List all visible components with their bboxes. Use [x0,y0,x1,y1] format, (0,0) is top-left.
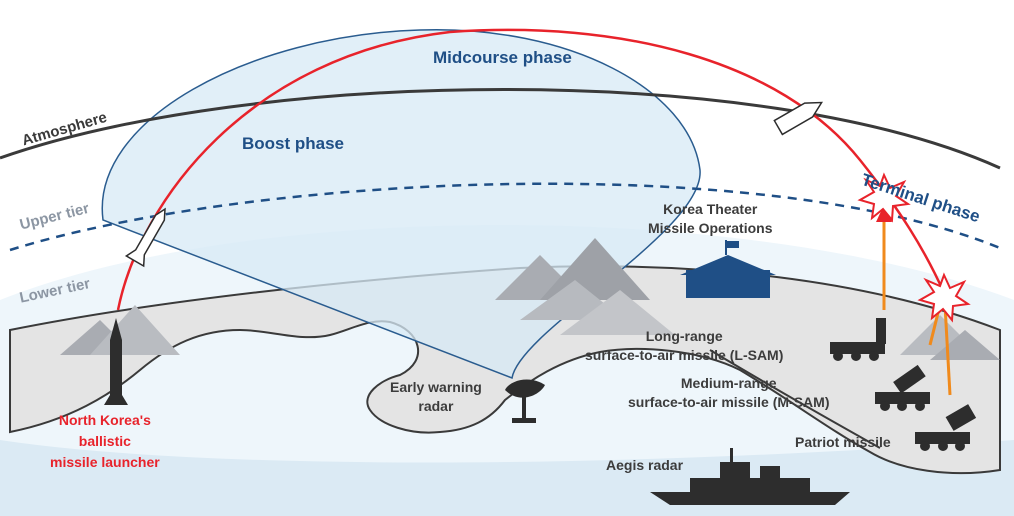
launcher-label-line1: North Korea's [58,412,151,428]
aegis-label: Aegis radar [606,457,684,473]
launcher-label-line2: ballistic [78,433,131,449]
msam-label: Medium-range surface-to-air missile (M-S… [628,374,829,412]
atmosphere-line [0,88,1001,170]
early-warning-label-line2: radar [418,398,454,414]
lsam-launcher-icon [830,318,886,361]
launcher-label: North Korea's ballistic missile launcher [50,410,160,473]
ktmo-label-line2: Missile Operations [648,220,773,236]
launcher-label-line3: missile launcher [50,454,160,470]
aegis-ship-icon [650,448,850,505]
command-building-icon [680,240,776,298]
warhead-icon [773,101,824,136]
early-warning-label: Early warning radar [390,378,482,416]
intercept-arrows [876,205,952,396]
ktmo-label-line1: Korea Theater [663,201,758,217]
coastline [709,349,881,449]
lsam-label: Long-range surface-to-air missile (L-SAM… [585,327,783,365]
ballistic-missile-launcher-icon [104,318,128,405]
lsam-label-line1: Long-range [645,328,723,344]
early-warning-label-line1: Early warning [390,379,482,395]
mountains-central [495,238,675,335]
explosion-upper-icon [857,172,911,223]
patriot-label: Patriot missile [795,434,891,450]
missile-boost-icon [124,207,166,268]
lsam-label-line2: surface-to-air missile (L-SAM) [585,347,784,363]
upper-tier-line [9,182,1001,252]
early-warning-radar-icon [505,379,545,423]
msam-launcher-icon [875,364,930,411]
explosion-lower-icon [917,272,971,323]
msam-label-line1: Medium-range [680,375,777,391]
boost-phase-label: Boost phase [242,134,345,153]
patriot-launcher-icon [915,404,977,451]
midcourse-phase-label: Midcourse phase [433,48,572,67]
ktmo-label: Korea Theater Missile Operations [648,200,772,238]
msam-label-line2: surface-to-air missile (M-SAM) [628,394,830,410]
